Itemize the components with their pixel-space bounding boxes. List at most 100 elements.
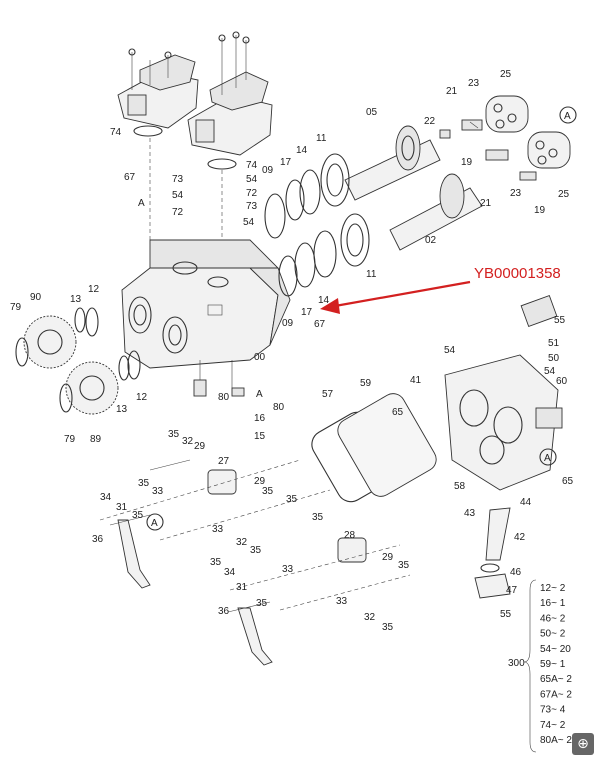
callout: 89: [90, 434, 102, 445]
callout: 14: [296, 145, 308, 156]
callout: 27: [218, 456, 230, 467]
callout: 32: [236, 537, 248, 548]
callout: 11: [366, 269, 377, 280]
callout: 50: [548, 353, 560, 364]
callout: 33: [212, 524, 224, 535]
callout: 28: [344, 530, 356, 541]
snap-ring-79: [59, 383, 73, 413]
qty-row: 50~ 2: [540, 629, 566, 640]
callout: 13: [70, 294, 82, 305]
rotor-25-bottom: [527, 131, 571, 169]
callout: 57: [322, 389, 334, 400]
callout: 31: [116, 502, 128, 513]
shift-fork-36-lower: [227, 601, 273, 666]
callout: 34: [224, 567, 236, 578]
shaft-02: [389, 173, 483, 251]
callout: 79: [10, 302, 22, 313]
callout: 47: [506, 585, 518, 596]
callout: 25: [558, 189, 570, 200]
callout: 15: [254, 431, 266, 442]
callout: 54: [243, 217, 255, 228]
o-ring-74: [207, 158, 237, 170]
piston-42: [485, 507, 511, 561]
callout: 35: [256, 598, 268, 609]
zoom-in-icon[interactable]: ⊕: [572, 733, 594, 755]
callout: 80: [218, 392, 230, 403]
callout: 79: [64, 434, 76, 445]
ref-marker-a5-label: A: [256, 389, 263, 400]
annotation-arrowhead: [320, 298, 340, 314]
callout: 80: [273, 402, 285, 413]
callout: 12: [88, 284, 100, 295]
callout: 90: [30, 292, 42, 303]
callout: 16: [254, 413, 266, 424]
gear-89: [65, 361, 119, 415]
o-ring-46: [480, 563, 500, 573]
callout: 32: [364, 612, 376, 623]
callout: 54: [246, 174, 258, 185]
snap-ring-79: [15, 337, 29, 367]
callout: 55: [500, 609, 512, 620]
callout: 54: [444, 345, 456, 356]
bearing-set-lower: [278, 213, 370, 297]
shaft-05: [344, 125, 441, 201]
callout: 35: [286, 494, 298, 505]
callout: 35: [398, 560, 410, 571]
callout: 51: [548, 338, 560, 349]
callout: 72: [246, 188, 258, 199]
callout: 58: [454, 481, 466, 492]
ring-12: [118, 355, 130, 381]
control-valve-left: [117, 48, 199, 129]
qty-row: 54~ 20: [540, 644, 571, 655]
bearing-13: [127, 350, 141, 380]
callout: 25: [500, 69, 512, 80]
callout: 09: [262, 165, 274, 176]
qty-row: 80A~ 2: [540, 735, 572, 746]
qty-row: 59~ 1: [540, 659, 566, 670]
bearing-set-upper: [264, 153, 350, 239]
callout: 17: [301, 307, 313, 318]
callout: 60: [556, 376, 568, 387]
callout: 23: [510, 188, 522, 199]
callout: 19: [534, 205, 546, 216]
control-valve-right: [187, 31, 273, 156]
qty-row: 67A~ 2: [540, 689, 572, 700]
callout: 32: [182, 436, 194, 447]
callout: 17: [280, 157, 292, 168]
callout: 54: [172, 190, 184, 201]
callout: 35: [262, 486, 274, 497]
callout: 35: [312, 512, 324, 523]
callout: 65: [562, 476, 574, 487]
callout: 35: [168, 429, 180, 440]
spring-plunger-set: [439, 119, 537, 181]
ref-marker-a1: [559, 106, 577, 124]
callout: 09: [282, 318, 294, 329]
ref-marker-a1-label: A: [564, 111, 571, 122]
callout: 46: [510, 567, 522, 578]
ref-marker-a2-label: A: [544, 453, 551, 464]
callout: 29: [382, 552, 394, 563]
callout: 74: [110, 127, 122, 138]
cover-59: [337, 393, 437, 497]
callout: 35: [138, 478, 150, 489]
rotor-25-top: [485, 95, 529, 133]
callout: 35: [210, 557, 222, 568]
callout: 02: [425, 235, 437, 246]
callout: 65: [392, 407, 404, 418]
callout: 29: [194, 441, 206, 452]
callout: 72: [172, 207, 184, 218]
callout: 41: [410, 375, 422, 386]
callout: 11: [316, 133, 327, 144]
callout: 36: [92, 534, 104, 545]
callout-labels: 05 02 11 11 14 14 17 17 09 09 00 12 12 1…: [10, 69, 574, 633]
callout: 33: [282, 564, 294, 575]
callout: 21: [446, 86, 458, 97]
bearing-13: [85, 307, 99, 337]
pump-body-41: [444, 294, 563, 491]
shift-fork-36-upper: [109, 514, 151, 589]
callout: 54: [544, 366, 556, 377]
qty-row: 73~ 4: [540, 705, 566, 716]
callout: 36: [218, 606, 230, 617]
